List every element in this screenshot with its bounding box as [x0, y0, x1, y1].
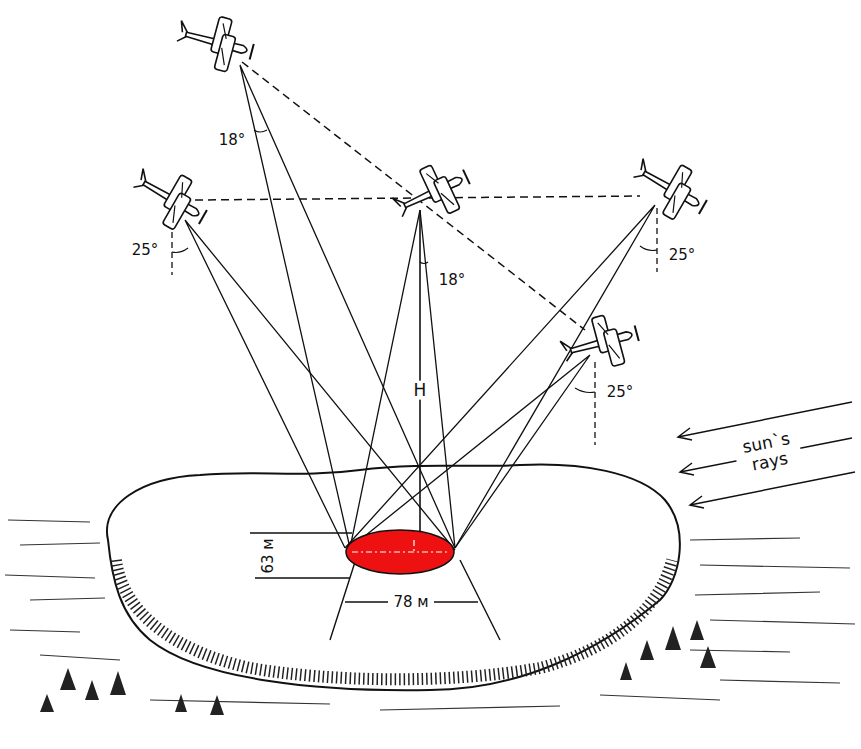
angle-label: 25° — [130, 242, 161, 259]
angle-label: 25° — [605, 384, 636, 401]
biplane — [387, 153, 478, 232]
dimension-label: 63 м — [260, 536, 277, 575]
height-label: H — [412, 381, 429, 400]
flight-lines — [195, 62, 640, 330]
trees — [40, 620, 716, 715]
angle-label: 18° — [217, 132, 248, 149]
plateau — [107, 464, 680, 690]
sun-label: sun`s rays — [732, 427, 803, 476]
target-area — [346, 530, 454, 574]
sight-lines — [185, 65, 655, 550]
angle-arcs — [172, 130, 657, 393]
biplane — [124, 156, 216, 239]
biplanes — [124, 7, 716, 378]
sun-rays — [678, 402, 855, 508]
angle-label: 18° — [437, 272, 468, 289]
angle-label: 25° — [667, 247, 698, 264]
biplane — [624, 146, 716, 229]
biplane — [172, 7, 259, 77]
cliff-texture — [116, 560, 672, 679]
dimension-label: 78 м — [391, 594, 430, 611]
biplane — [557, 308, 644, 378]
target-axis — [352, 540, 448, 552]
